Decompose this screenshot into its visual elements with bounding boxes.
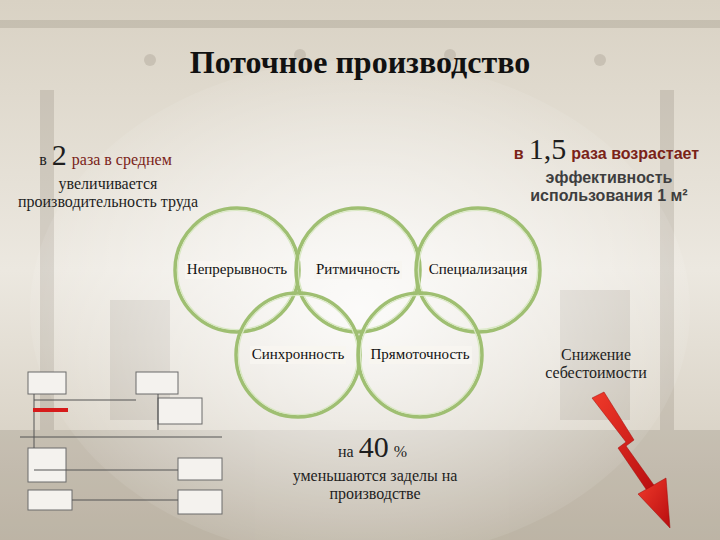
callout-text: раза в среднем: [72, 151, 172, 168]
schematic: [28, 372, 222, 514]
callout-text: увеличивается производительность труда: [8, 175, 208, 212]
principle-circle: Специализация: [414, 206, 542, 334]
callout-text: Снижение себестоимости: [532, 346, 660, 383]
callout-text: в: [39, 151, 47, 168]
principle-label: Специализация: [427, 261, 530, 278]
principle-label: Прямоточность: [369, 346, 472, 363]
figure-callout: Снижение себестоимости: [532, 344, 660, 383]
callout-text: уменьшаются заделы на производстве: [278, 467, 473, 504]
callout-text: 1,5: [529, 132, 567, 165]
callout-text: %: [394, 443, 407, 460]
principle-label: Синхронность: [250, 346, 347, 363]
callout-text: 40: [359, 430, 389, 463]
slide-title: Поточное производство: [0, 44, 720, 81]
principle-circle: Синхронность: [234, 291, 362, 419]
principle-circle: Ритмичность: [294, 206, 422, 334]
callout-text: раза возрастает: [571, 145, 699, 162]
figure-callout: в2 раза в среднем увеличивается производит…: [8, 138, 208, 211]
principle-label: Непрерывность: [185, 261, 289, 278]
principle-circle: Непрерывность: [173, 206, 301, 334]
principle-label: Ритмичность: [314, 261, 402, 278]
cost-arrow: [592, 392, 670, 528]
callout-text: на: [338, 443, 354, 460]
callout-text: в: [514, 145, 524, 162]
callout-text: 2: [52, 138, 67, 171]
principle-circle: Прямоточность: [356, 291, 484, 419]
callout-text: эффективность использования 1 м²: [519, 169, 699, 206]
figure-callout: в 1,5раза возрастает эффективность использ…: [503, 132, 715, 205]
figure-callout: на 40% уменьшаются заделы на производстве: [265, 430, 485, 503]
